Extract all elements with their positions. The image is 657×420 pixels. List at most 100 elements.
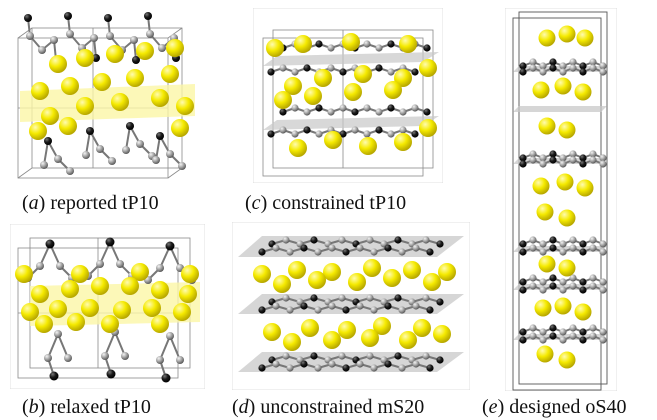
carbon-atom [539,154,547,162]
carbon-framework-bottom [40,122,186,175]
carbon-atom [282,236,290,244]
carbon-atom [375,108,383,116]
carbon-atom [529,274,537,282]
sulfur-atom [323,263,341,281]
carbon-atom [539,68,547,76]
sulfur-atom [15,265,33,283]
carbon-atom [375,44,383,52]
sulfur-atom [323,331,341,349]
bond [85,130,91,156]
sulfur-atom [274,91,292,109]
sulfur-atoms [266,33,437,157]
bond [155,135,161,161]
carbon-atom [529,324,537,332]
carbon-atom-black [300,244,308,252]
carbon-atom [156,264,164,272]
carbon-atom-black [549,244,557,252]
carbon-atom-black [106,369,116,379]
carbon-atom-black [310,294,318,302]
carbon-atom-black [258,364,266,372]
sulfur-atom [574,83,592,101]
carbon-atom [589,156,597,164]
carbon-atom [398,306,406,314]
carbon-atom [599,278,607,286]
sulfur-atom [81,299,99,317]
carbon-atom [569,282,577,290]
carbon-atom [599,328,607,336]
carbon-atom [26,32,34,40]
carbon-atom [387,130,395,138]
caption-d: (d) unconstrained mS20 [232,396,425,418]
carbon-atom [272,244,280,252]
carbon-chains [519,58,607,344]
carbon-atom [589,244,597,252]
carbon-atom-black [519,68,527,76]
sulfur-atom [558,259,576,277]
panel-d-unconstrained-ms20 [232,222,470,390]
carbon-atom-black [303,64,311,72]
carbon-atom [589,324,597,332]
carbon-atom-black [44,137,52,145]
carbon-atom [559,286,567,294]
carbon-atom [272,302,280,310]
sulfur-atom [181,265,199,283]
carbon-atom [106,32,114,40]
carbon-atom [559,248,567,256]
sulfur-atom [438,263,456,281]
sulfur-atom [173,303,191,321]
carbon-atom-black [104,14,112,22]
carbon-atom [303,108,311,116]
carbon-atom-black [132,56,140,64]
caption-b: (b) relaxed tP10 [22,396,151,418]
carbon-atom-black [375,64,383,72]
carbon-atom [66,30,74,38]
sulfur-atom [383,269,401,287]
carbon-atom-black [156,132,164,140]
carbon-atom-black [519,154,527,162]
carbon-atom [599,160,607,168]
carbon-atom-black [549,324,557,332]
carbon-atom [599,248,607,256]
yellow-layer-plane [20,84,195,122]
sulfur-atom [419,59,437,77]
bond [125,125,131,151]
carbon-atom [291,130,299,138]
carbon-atom-black [436,240,444,248]
carbon-atom [156,356,164,364]
carbon-atom-black [258,248,266,256]
carbon-atom [539,278,547,286]
carbon-atom [96,260,104,268]
sulfur-atom [176,97,194,115]
carbon-atom [327,44,335,52]
sulfur-atom [143,299,161,317]
carbon-atom-black [519,286,527,294]
sulfur-atom [403,261,421,279]
carbon-atom-black [579,286,587,294]
carbon-atom [338,294,346,302]
sulfur-atom [31,285,49,303]
sulfur-atom [419,119,437,137]
sulfur-atom [171,119,189,137]
carbon-atom [122,146,130,154]
carbon-atom-black [258,306,266,314]
sulfur-atom [49,300,67,318]
carbon-atom [412,360,420,368]
sulfur-atom [532,177,550,195]
carbon-atom [90,34,98,42]
carbon-atom-black [579,278,587,286]
carbon-atom-black [436,298,444,306]
carbon-atom [539,240,547,248]
structure-b-image [10,224,205,389]
sulfur-atom [126,69,144,87]
carbon-atom [314,306,322,314]
carbon-atom [398,364,406,372]
carbon-atom-black [64,12,72,20]
carbon-atom [529,150,537,158]
carbon-atom [101,352,109,360]
structure-c-image [253,8,443,183]
carbon-atom-black [351,108,359,116]
carbon-atom [328,302,336,310]
sulfur-atom [304,87,322,105]
carbon-atom [286,248,294,256]
carbon-atom [356,244,364,252]
